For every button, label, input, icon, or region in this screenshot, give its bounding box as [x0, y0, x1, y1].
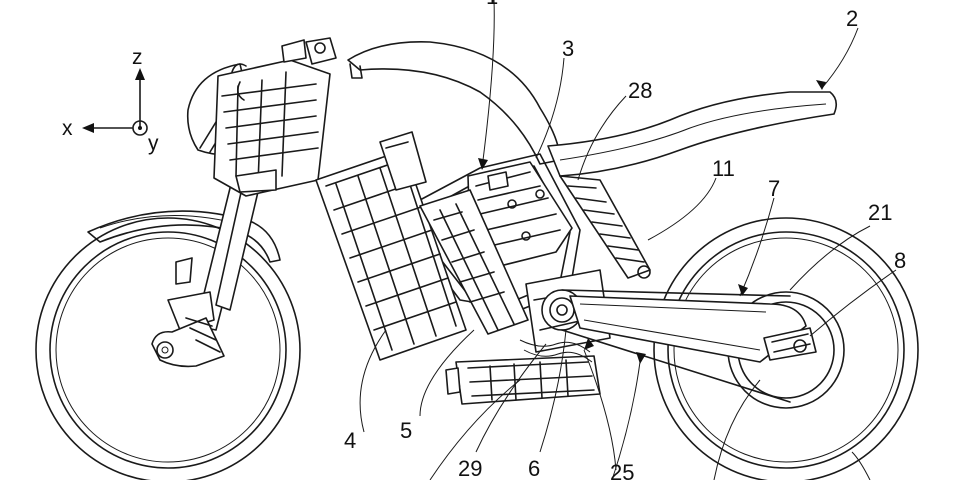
- label-charger: 29: [458, 456, 482, 480]
- axis-y-label: y: [148, 132, 159, 155]
- label-upper-link: 28: [628, 78, 652, 103]
- front-fork: [151, 169, 263, 368]
- label-chain-guard: 25: [610, 460, 634, 480]
- label-battery: 4: [344, 428, 356, 453]
- reference-labels: 1 2 3 28 11 7 21 8 4 5 29 6 25: [344, 0, 906, 480]
- label-frame: 1: [486, 0, 498, 9]
- battery-pack: [315, 131, 467, 361]
- label-seat: 2: [846, 6, 858, 31]
- label-motor-mount: 5: [400, 418, 412, 443]
- label-controller: 3: [562, 36, 574, 61]
- headlight: [186, 37, 337, 197]
- charger-box: [445, 355, 601, 405]
- swingarm: [561, 289, 817, 403]
- shock-absorber: [559, 175, 651, 279]
- seat-tail: [347, 41, 838, 177]
- label-swingarm: 7: [768, 176, 780, 201]
- axis-symbol: z x y: [62, 46, 159, 155]
- chain-guard: [519, 339, 593, 363]
- label-belt: 21: [868, 200, 892, 225]
- leader-lines: [359, 0, 897, 480]
- motor-mount: [419, 189, 529, 335]
- label-motor: 6: [528, 456, 540, 480]
- label-rear-hub: 8: [894, 248, 906, 273]
- axis-x-label: x: [62, 117, 73, 140]
- front-wheel: [35, 210, 301, 480]
- axis-z-label: z: [132, 46, 143, 69]
- label-shock: 11: [712, 156, 735, 181]
